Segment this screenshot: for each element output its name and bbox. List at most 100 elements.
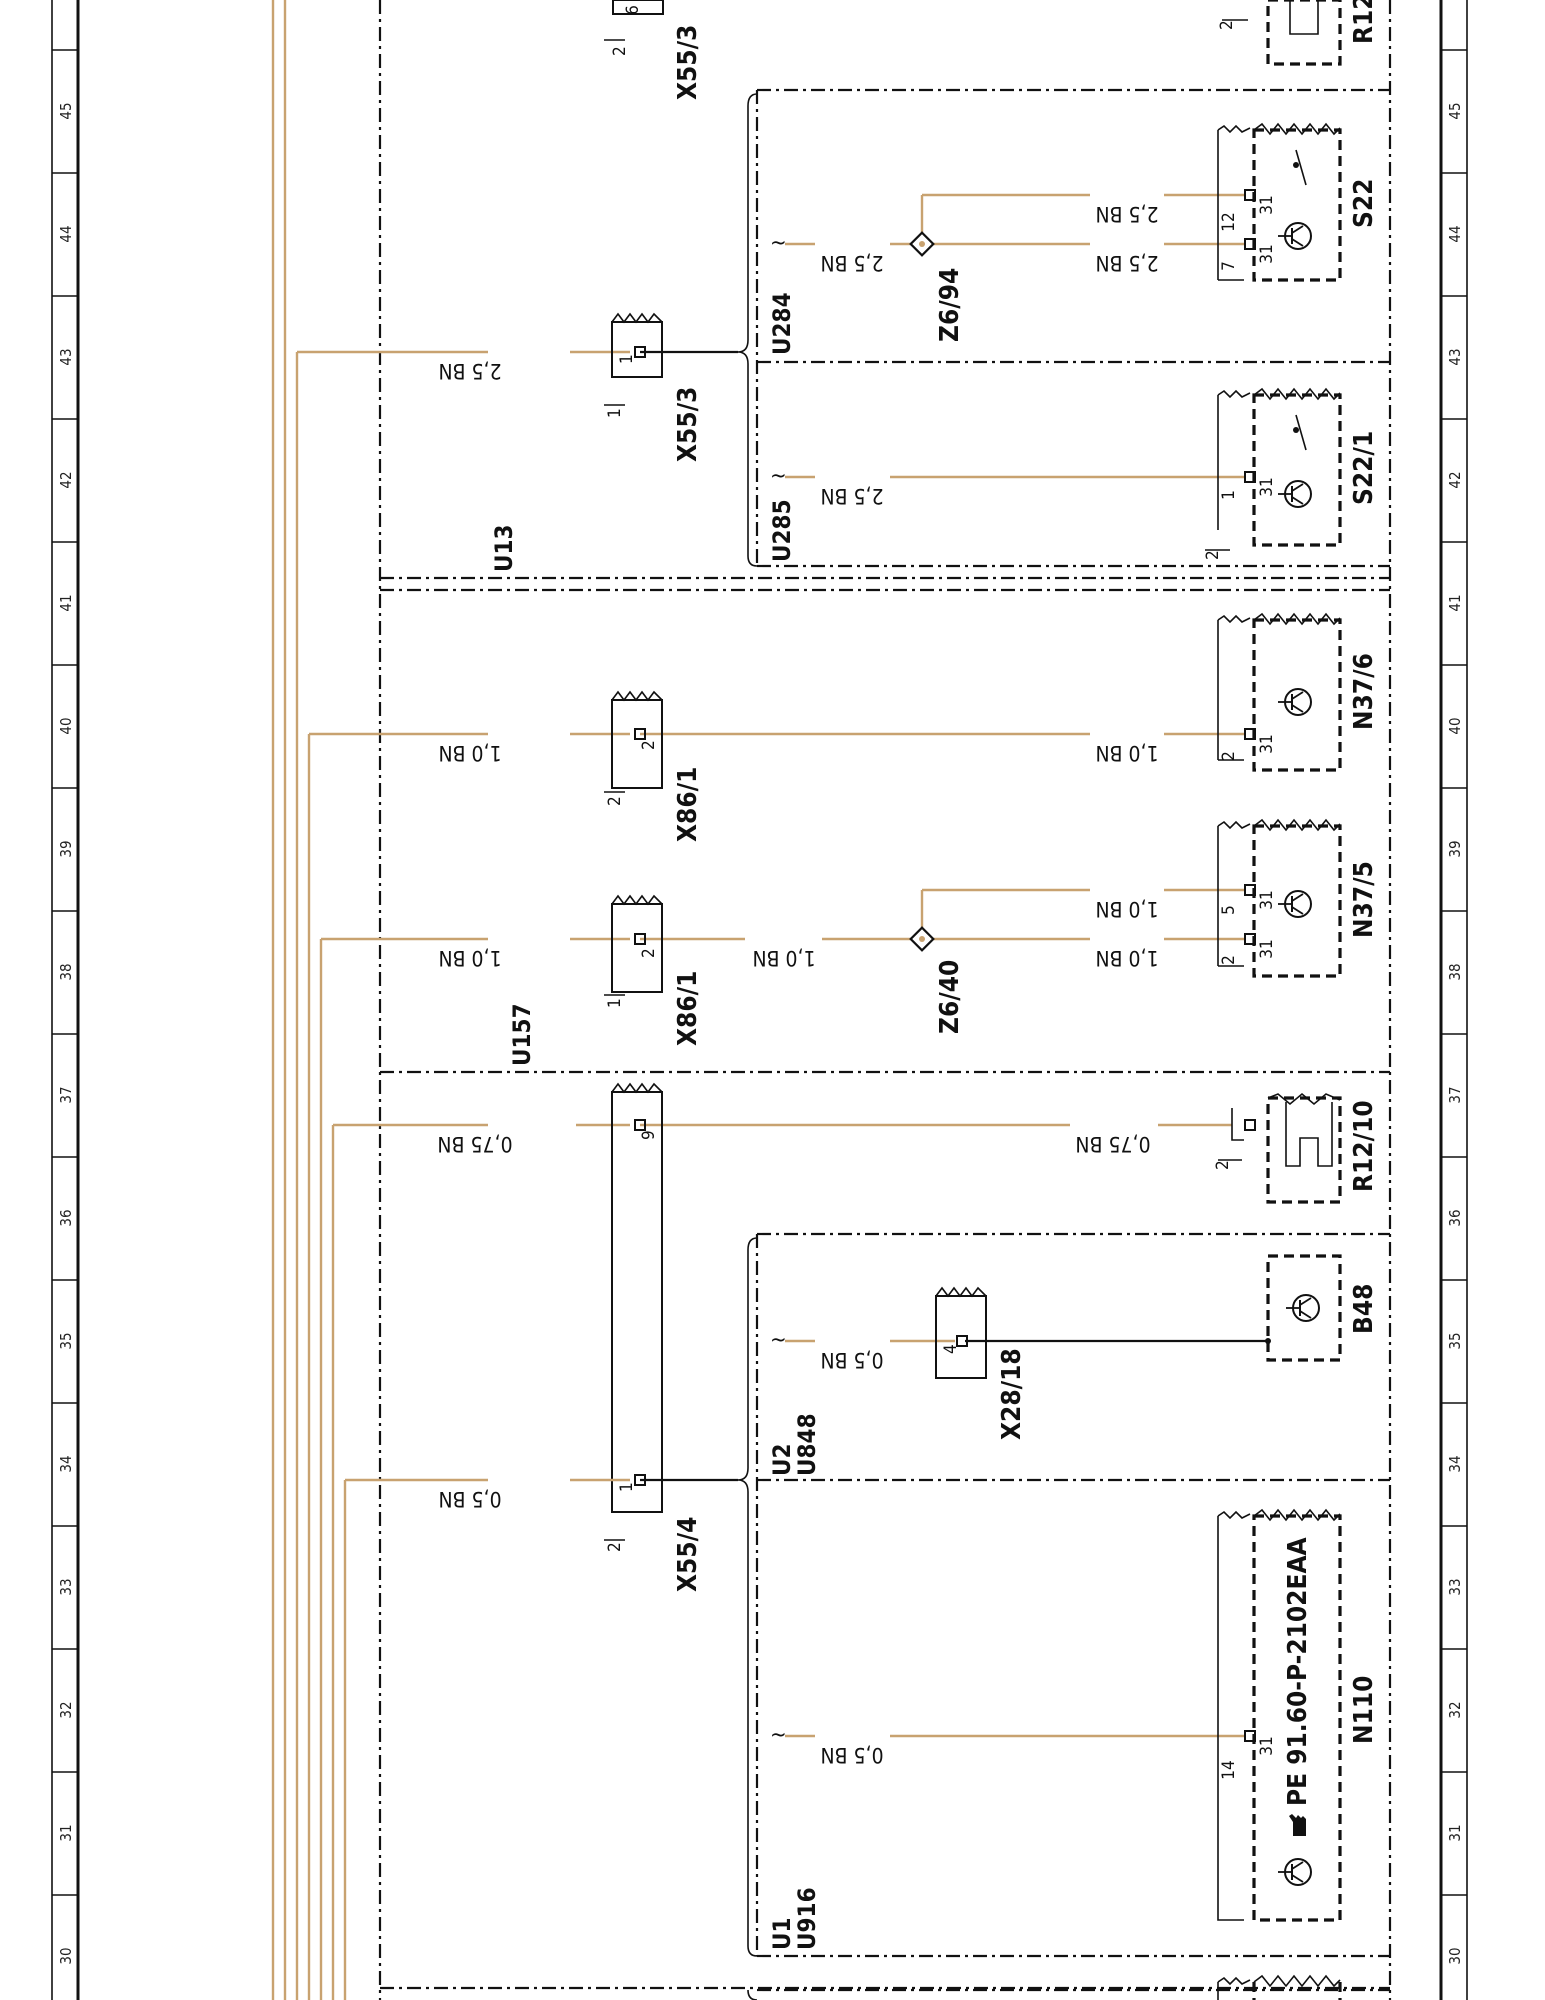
grid-num-left: 43 bbox=[57, 348, 75, 365]
grid-num-left: 36 bbox=[57, 1209, 75, 1226]
wire-n110: ~ 0,5 BN bbox=[770, 1723, 1244, 1767]
transistor-icon bbox=[1277, 890, 1312, 918]
grid-num-left: 45 bbox=[57, 102, 75, 119]
component-label-n376: N37/6 bbox=[1349, 653, 1379, 730]
component-label-r12: R12 bbox=[1349, 0, 1379, 44]
pin-label: 31 bbox=[1257, 890, 1277, 909]
pin-label: 31 bbox=[1257, 244, 1277, 263]
connector-x554: 9 1 2 X55/4 bbox=[604, 1082, 703, 1592]
connector-label-x553: X55/3 bbox=[673, 387, 703, 462]
splice-label-z640: Z6/40 bbox=[935, 960, 965, 1034]
wire-label-n375-5: 1,0 BN bbox=[1095, 897, 1158, 921]
component-s221: 31 1 2 S22/1 bbox=[1203, 387, 1379, 560]
connector-x553-top: 6 2 X55/3 bbox=[604, 0, 703, 100]
grid-num-left: 38 bbox=[57, 963, 75, 980]
grid-num-right: 44 bbox=[1446, 225, 1464, 242]
connector-label-x553-top: X55/3 bbox=[673, 25, 703, 100]
connector-x861-bot: 2 1 X86/1 bbox=[604, 894, 703, 1046]
pin-label: 2 bbox=[639, 948, 659, 958]
splice-z640: Z6/40 bbox=[909, 926, 965, 1034]
grid-num-right: 42 bbox=[1446, 471, 1464, 488]
pin-label: 2 bbox=[605, 1542, 625, 1552]
connector-label-x2818: X28/18 bbox=[997, 1348, 1027, 1440]
grid-num-left: 33 bbox=[57, 1578, 75, 1595]
frame-labels: U13 U157 U284 U285 U2 U848 U1 U916 bbox=[490, 292, 821, 1950]
frame-label-u848: U848 bbox=[793, 1413, 821, 1476]
component-r12-top: 2 R12 bbox=[1217, 0, 1379, 66]
connector-label-x861-bot: X86/1 bbox=[673, 971, 703, 1046]
grid-num-left: 31 bbox=[57, 1824, 75, 1841]
grid-num-right: 41 bbox=[1446, 594, 1464, 611]
wire-x553: 2,5 BN bbox=[297, 350, 738, 383]
grid-num-right: 40 bbox=[1446, 717, 1464, 734]
grid-num-left: 37 bbox=[57, 1086, 75, 1103]
grid-num-right: 33 bbox=[1446, 1578, 1464, 1595]
connector-x2818: 4 X28/18 bbox=[935, 1286, 1027, 1440]
wire-label-n375-2: 1,0 BN bbox=[1095, 946, 1158, 970]
pin-label: 14 bbox=[1219, 1760, 1239, 1779]
pin-label: 2 bbox=[1217, 20, 1237, 30]
switch-icon bbox=[1293, 149, 1307, 186]
pin-label: 31 bbox=[1257, 734, 1277, 753]
pin-label: 2 bbox=[610, 46, 630, 56]
wire-label-b48: 0,5 BN bbox=[820, 1348, 883, 1372]
bus-wires bbox=[271, 0, 347, 2000]
wire-label-u284: 2,5 BN bbox=[820, 251, 883, 275]
grid-border-left bbox=[51, 0, 80, 2000]
wire-x2818-b48: ~ 0,5 BN bbox=[770, 1328, 1271, 1372]
grid-num-right: 45 bbox=[1446, 102, 1464, 119]
grid-num-left: 44 bbox=[57, 225, 75, 242]
frame-label-u13: U13 bbox=[490, 524, 518, 572]
pin-label: 5 bbox=[1219, 905, 1239, 915]
pin-label: 4 bbox=[941, 1344, 961, 1354]
pin-label: 2 bbox=[1213, 1160, 1233, 1170]
wire-label-x554-1: 0,5 BN bbox=[438, 1487, 501, 1511]
component-s22: 31 31 12 7 S22 bbox=[1217, 122, 1379, 282]
grid-num-left: 41 bbox=[57, 594, 75, 611]
grid-num-right: 34 bbox=[1446, 1455, 1464, 1472]
grid-num-right: 32 bbox=[1446, 1701, 1464, 1718]
splice-label-z694: Z6/94 bbox=[935, 268, 965, 342]
wire-label-s22-7: 2,5 BN bbox=[1095, 251, 1158, 275]
transistor-icon bbox=[1285, 1294, 1320, 1322]
frame-label-u2: U2 bbox=[768, 1443, 796, 1476]
grid-num-right: 38 bbox=[1446, 963, 1464, 980]
wire-label-r1210: 0,75 BN bbox=[1075, 1132, 1150, 1156]
wire-u284-s22: ~ 2,5 BN 2,5 BN 2,5 BN bbox=[770, 193, 1244, 275]
pin-label: 2 bbox=[1219, 955, 1239, 965]
grid-num-right: 43 bbox=[1446, 348, 1464, 365]
wire-x554-r1210: 0,75 BN 0,75 BN bbox=[333, 1123, 1232, 1156]
splice-z694: Z6/94 bbox=[909, 231, 965, 342]
pin-label: 2 bbox=[639, 740, 659, 750]
wire-label-s22-12: 2,5 BN bbox=[1095, 202, 1158, 226]
pin-label: 1 bbox=[617, 1482, 637, 1492]
grid-num-left: 34 bbox=[57, 1455, 75, 1472]
pointing-hand-icon bbox=[1289, 1814, 1306, 1836]
stub-tilde: ~ bbox=[770, 1328, 787, 1353]
component-label-s221: S22/1 bbox=[1349, 431, 1379, 505]
wire-label-n110: 0,5 BN bbox=[820, 1743, 883, 1767]
grid-num-left: 42 bbox=[57, 471, 75, 488]
stub-tilde: ~ bbox=[770, 464, 787, 489]
component-b48: B48 bbox=[1266, 1254, 1379, 1362]
wire-x861-n376: 1,0 BN 1,0 BN bbox=[309, 732, 1244, 765]
frame-label-u284: U284 bbox=[768, 292, 796, 355]
grid-border-right bbox=[1439, 0, 1468, 2000]
wire-label-x861-bot: 1,0 BN bbox=[438, 946, 501, 970]
stub-tilde: ~ bbox=[770, 231, 787, 256]
transistor-icon bbox=[1277, 480, 1312, 508]
connector-label-x554: X55/4 bbox=[673, 1517, 703, 1592]
wire-u285-s221: ~ 2,5 BN bbox=[770, 464, 1244, 508]
stub-tilde: ~ bbox=[770, 1723, 787, 1748]
grid-num-right: 36 bbox=[1446, 1209, 1464, 1226]
grid-num-left: 30 bbox=[57, 1947, 75, 1964]
component-label-r1210: R12/10 bbox=[1349, 1100, 1379, 1192]
pin-label: 6 bbox=[623, 5, 643, 15]
component-ref-n110: PE 91.60-P-2102EAA bbox=[1283, 1537, 1313, 1806]
pin-label: 1 bbox=[1219, 490, 1239, 500]
grid-num-right: 39 bbox=[1446, 840, 1464, 857]
connector-x553: 1 1 X55/3 bbox=[604, 312, 703, 462]
component-label-s22: S22 bbox=[1349, 179, 1379, 228]
pin-label: 9 bbox=[639, 1130, 659, 1140]
